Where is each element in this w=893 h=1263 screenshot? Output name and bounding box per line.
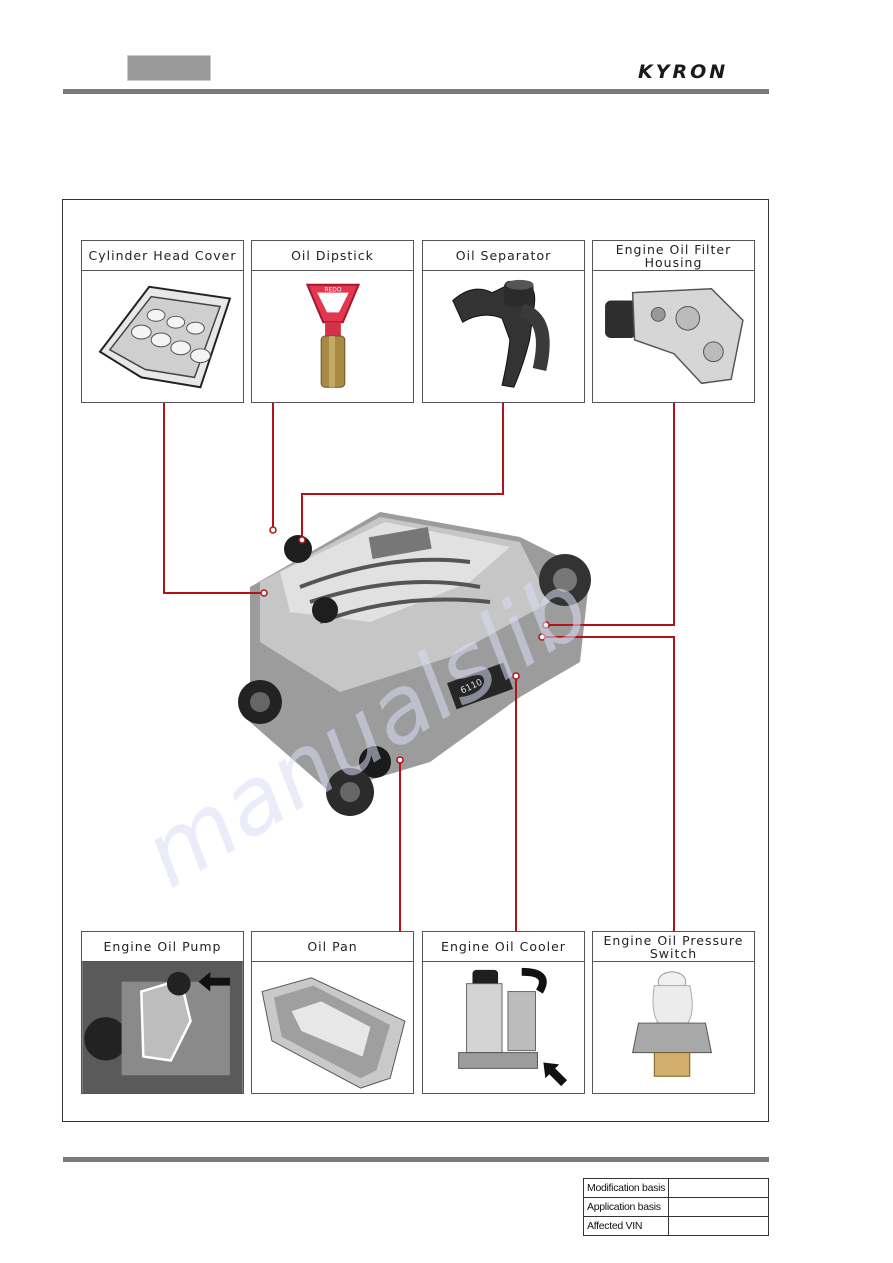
- application-basis-label: Application basis: [582, 1197, 670, 1217]
- kyron-logo: KYRON: [636, 59, 770, 83]
- panel-oil-dipstick: Oil Dipstick REDO: [251, 240, 414, 403]
- brand-text: KYRON: [638, 61, 728, 83]
- section-tab: [127, 55, 211, 81]
- engine-oil-pump-image: [82, 962, 243, 1093]
- oil-separator-image: [423, 271, 584, 402]
- table-row: Affected VIN: [582, 1216, 769, 1236]
- footer-rule: [63, 1157, 769, 1162]
- leader-engine-oil-filter-housing: [546, 403, 675, 626]
- header-rule: [63, 89, 769, 94]
- arrow-left-icon: [198, 971, 230, 992]
- panel-label: Cylinder Head Cover: [82, 241, 243, 271]
- modification-basis-label: Modification basis: [582, 1178, 670, 1198]
- modification-basis-value: [668, 1178, 769, 1198]
- panel-engine-oil-filter-housing: Engine Oil Filter Housing: [592, 240, 755, 403]
- table-row: Application basis: [582, 1197, 769, 1217]
- engine-oil-cooler-image: [423, 962, 584, 1093]
- panel-label: Oil Dipstick: [252, 241, 413, 271]
- panel-label: Oil Pan: [252, 932, 413, 962]
- leader-oil-separator: [301, 403, 504, 540]
- engine-oil-pressure-switch-image: [593, 962, 754, 1093]
- application-basis-value: [668, 1197, 769, 1217]
- engine-oil-filter-housing-image: [593, 271, 754, 402]
- panel-label: Oil Separator: [423, 241, 584, 271]
- panel-label: Engine Oil Filter Housing: [593, 241, 754, 271]
- leader-engine-oil-pressure-switch: [542, 636, 675, 932]
- panel-oil-pan: Oil Pan: [251, 931, 414, 1094]
- engine-assembly-image: 6110: [220, 492, 620, 837]
- table-row: Modification basis: [582, 1178, 769, 1198]
- panel-label: Engine Oil Cooler: [423, 932, 584, 962]
- panel-engine-oil-pump: Engine Oil Pump: [81, 931, 244, 1094]
- affected-vin-value: [668, 1216, 769, 1236]
- panel-engine-oil-cooler: Engine Oil Cooler: [422, 931, 585, 1094]
- panel-cylinder-head-cover: Cylinder Head Cover: [81, 240, 244, 403]
- panel-engine-oil-pressure-switch: Engine Oil Pressure Switch: [592, 931, 755, 1094]
- panel-label: Engine Oil Pressure Switch: [593, 932, 754, 962]
- leader-cylinder-head-cover: [163, 403, 264, 594]
- panel-label: Engine Oil Pump: [82, 932, 243, 962]
- oil-dipstick-image: REDO: [252, 271, 413, 402]
- diagram-frame: [62, 199, 769, 1122]
- cylinder-head-cover-image: [82, 271, 243, 402]
- oil-pan-image: [252, 962, 413, 1093]
- dipstick-marking: REDO: [324, 288, 341, 294]
- arrow-up-left-icon: [543, 1062, 568, 1087]
- panel-oil-separator: Oil Separator: [422, 240, 585, 403]
- affected-vin-label: Affected VIN: [582, 1216, 670, 1236]
- revision-table: Modification basis Application basis Aff…: [582, 1178, 769, 1236]
